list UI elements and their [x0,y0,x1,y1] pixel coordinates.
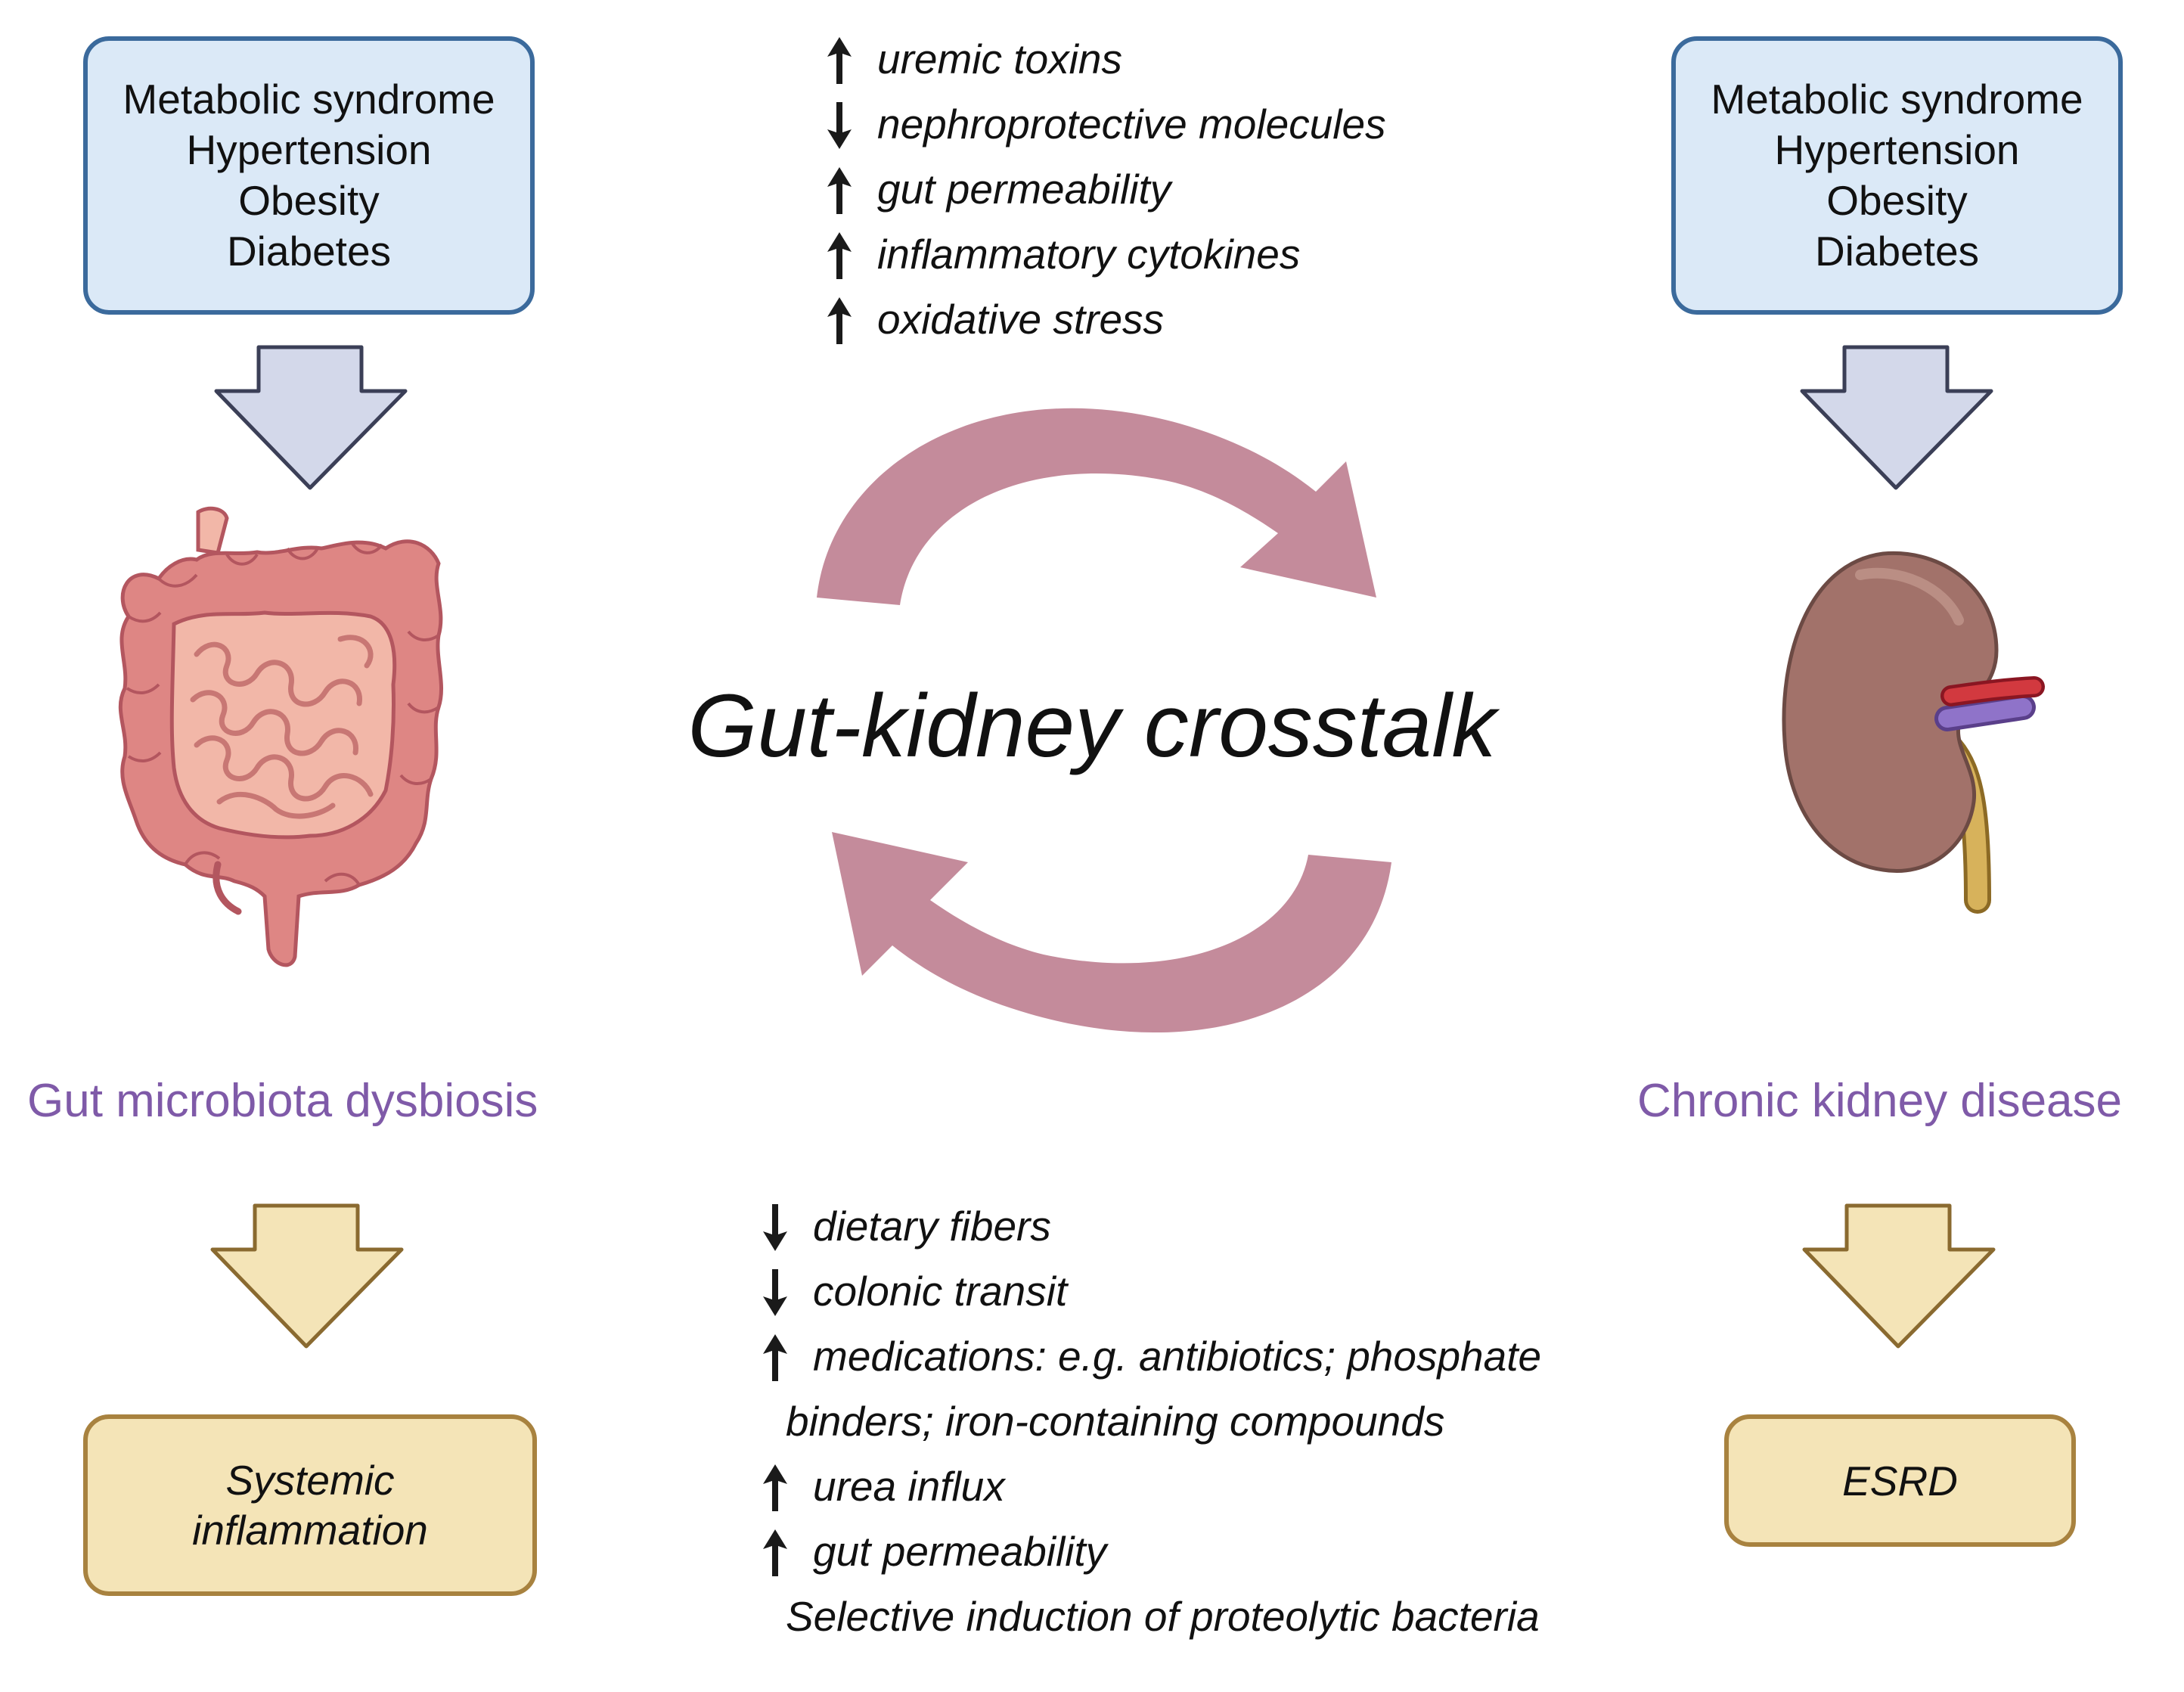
risk-factor: Hypertension [1774,126,2020,173]
center-title: Gut-kidney crosstalk [687,676,1497,776]
arrow-up-icon [760,1463,790,1513]
risk-factor: Metabolic syndrome [123,76,495,123]
risk-factor: Metabolic syndrome [1711,76,2083,123]
arrow-down-icon [824,101,855,151]
factor-text: binders; iron-containing compounds [786,1398,1445,1445]
factor-text: gut permeability [877,166,1171,213]
risk-factor: Obesity [1826,177,1968,224]
outcome-box-gut: Systemic inflammation [83,1414,537,1596]
factor-text: gut permeability [813,1528,1107,1575]
outcome-text: Systemic [225,1457,395,1504]
arrow-down-icon [760,1268,790,1318]
risk-factors-box-left: Metabolic syndrome Hypertension Obesity … [83,36,535,315]
risk-factor: Obesity [238,177,380,224]
kidney-icon [1782,551,2045,914]
arrow-up-icon [824,166,855,216]
down-arrow-icon-left-bottom [210,1203,404,1349]
outcome-box-kidney: ESRD [1724,1414,2076,1547]
condition-label-kidney: Chronic kidney disease [1637,1075,2123,1127]
factor-text: oxidative stress [877,296,1165,343]
factor-text: inflammatory cytokines [877,231,1301,278]
arrow-up-icon [824,296,855,346]
risk-factor: Hypertension [186,126,432,173]
down-arrow-icon-right-top [1800,345,1993,490]
down-arrow-icon-right-bottom [1802,1203,1996,1349]
factor-text: urea influx [813,1463,1005,1510]
arrow-up-icon [824,36,855,85]
arrow-down-icon [760,1203,790,1253]
risk-factor: Diabetes [226,228,392,275]
factor-text: dietary fibers [813,1203,1051,1250]
intestine-icon [118,506,444,967]
cycle-arrows-icon [817,408,1391,1033]
down-arrow-icon-left-top [214,345,408,490]
arrow-up-icon [760,1333,790,1383]
condition-label-gut: Gut microbiota dysbiosis [27,1075,538,1127]
outcome-text: ESRD [1842,1457,1958,1504]
risk-factors-box-right: Metabolic syndrome Hypertension Obesity … [1671,36,2123,315]
outcome-text: inflammation [192,1507,428,1554]
factor-text: colonic transit [813,1268,1068,1315]
risk-factor: Diabetes [1814,228,1980,275]
factor-text: uremic toxins [877,36,1122,82]
factor-text: medications: e.g. antibiotics; phosphate [813,1333,1542,1380]
arrow-up-icon [824,231,855,281]
arrow-up-icon [760,1528,790,1578]
factor-text: Selective induction of proteolytic bacte… [786,1593,1540,1640]
factor-text: nephroprotective molecules [877,101,1386,147]
